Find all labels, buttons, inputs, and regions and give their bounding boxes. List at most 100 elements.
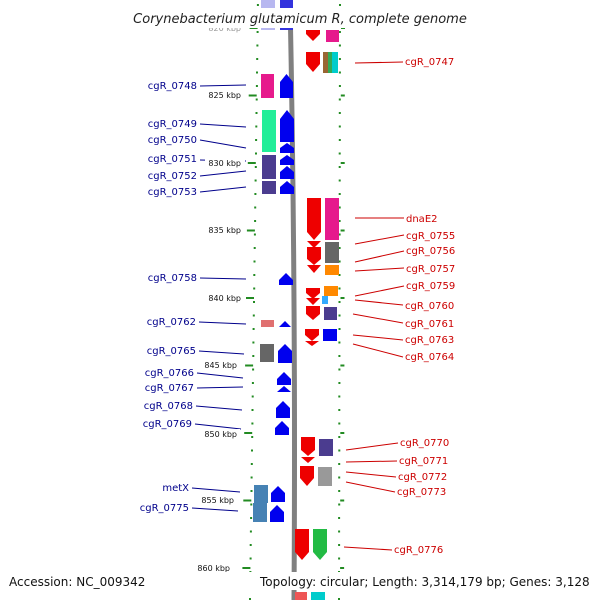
tick-dot bbox=[256, 4, 259, 6]
gene-label-cgr-0769[interactable]: cgR_0769 bbox=[143, 419, 192, 430]
gene-label-cgr-0772[interactable]: cgR_0772 bbox=[398, 472, 447, 483]
tick-dot bbox=[338, 422, 341, 425]
gene-block bbox=[324, 286, 338, 296]
gene-label-cgr-0763[interactable]: cgR_0763 bbox=[405, 335, 454, 346]
label-connector-line bbox=[199, 123, 247, 128]
gene-arrow bbox=[280, 166, 294, 179]
label-connector-line bbox=[354, 250, 405, 263]
gene-label-cgr-0760[interactable]: cgR_0760 bbox=[405, 301, 454, 312]
gene-label-cgr-0775[interactable]: cgR_0775 bbox=[140, 503, 189, 514]
gene-label-cgr-0752[interactable]: cgR_0752 bbox=[148, 171, 197, 182]
scale-label-835: 835 kbp bbox=[208, 226, 241, 235]
gene-label-cgr-0768[interactable]: cgR_0768 bbox=[144, 401, 193, 412]
gene-label-cgr-0748[interactable]: cgR_0748 bbox=[148, 81, 197, 92]
tick-dot bbox=[338, 463, 341, 465]
gene-block bbox=[254, 485, 268, 503]
gene-label-cgr-0751[interactable]: cgR_0751 bbox=[148, 154, 197, 165]
tick-dot bbox=[256, 44, 259, 47]
gene-block bbox=[325, 242, 339, 263]
label-connector-line bbox=[354, 299, 404, 306]
gene-label-cgr-0764[interactable]: cgR_0764 bbox=[405, 352, 454, 363]
gene-label-connectors bbox=[191, 61, 405, 551]
tick-dot bbox=[255, 98, 258, 101]
label-connector-line bbox=[198, 321, 247, 325]
label-connector-line bbox=[191, 487, 241, 493]
tick-dot bbox=[338, 544, 341, 546]
gene-arrow bbox=[306, 288, 320, 299]
tick-dot bbox=[255, 125, 258, 128]
scale-label-840: 840 kbp bbox=[208, 294, 241, 303]
major-tick bbox=[243, 499, 252, 502]
gene-arrow bbox=[313, 529, 327, 560]
gene-label-cgr-0756[interactable]: cgR_0756 bbox=[406, 246, 455, 257]
tick-dot bbox=[251, 436, 254, 438]
gene-label-cgr-0753[interactable]: cgR_0753 bbox=[148, 187, 197, 198]
label-connector-line bbox=[343, 546, 393, 551]
tick-dot bbox=[338, 355, 341, 357]
tick-dot bbox=[338, 139, 341, 141]
gene-label-metx[interactable]: metX bbox=[162, 483, 189, 494]
scale-label-830: 830 kbp bbox=[208, 159, 241, 168]
gene-arrow bbox=[280, 155, 294, 165]
label-connector-line bbox=[352, 343, 404, 358]
gene-block bbox=[253, 503, 267, 522]
gene-arrow bbox=[277, 372, 291, 385]
tick-dot bbox=[255, 152, 257, 155]
tick-dot bbox=[251, 409, 254, 411]
tick-dot bbox=[338, 166, 341, 168]
tick-dot bbox=[338, 328, 341, 330]
gene-block bbox=[328, 52, 332, 73]
left-gene-track bbox=[253, 0, 294, 522]
tick-dot bbox=[252, 355, 255, 357]
tick-dot bbox=[338, 395, 341, 398]
tick-dot bbox=[250, 503, 253, 506]
gene-arrow bbox=[277, 386, 291, 392]
gene-label-cgr-0755[interactable]: cgR_0755 bbox=[406, 231, 455, 242]
gene-arrow bbox=[307, 241, 321, 248]
gene-label-cgr-0758[interactable]: cgR_0758 bbox=[148, 273, 197, 284]
tick-dot bbox=[256, 31, 259, 33]
gene-arrow bbox=[307, 198, 321, 240]
gene-arrow bbox=[276, 401, 290, 418]
tick-dot bbox=[338, 233, 341, 236]
gene-block bbox=[261, 320, 274, 327]
gene-label-cgr-0765[interactable]: cgR_0765 bbox=[147, 346, 196, 357]
gene-label-cgr-0766[interactable]: cgR_0766 bbox=[145, 368, 194, 379]
tick-dot bbox=[338, 287, 341, 290]
gene-label-cgr-0767[interactable]: cgR_0767 bbox=[145, 383, 194, 394]
label-connector-line bbox=[345, 442, 399, 451]
major-tick bbox=[340, 364, 345, 367]
tick-dot bbox=[251, 382, 254, 384]
tick-dot bbox=[338, 220, 341, 222]
gene-arrow bbox=[305, 329, 319, 341]
label-connector-line bbox=[196, 386, 244, 389]
tick-dot bbox=[252, 368, 255, 371]
tick-dot bbox=[253, 233, 256, 236]
gene-block bbox=[260, 344, 274, 362]
tick-dot bbox=[338, 58, 341, 60]
tick-dot bbox=[251, 395, 254, 398]
gene-label-cgr-0771[interactable]: cgR_0771 bbox=[399, 456, 448, 467]
tick-dot bbox=[253, 260, 256, 263]
tick-dot bbox=[338, 44, 341, 47]
gene-label-cgr-0757[interactable]: cgR_0757 bbox=[406, 264, 455, 275]
tick-dot bbox=[338, 125, 341, 128]
gene-arrow bbox=[271, 486, 285, 502]
gene-label-cgr-0776[interactable]: cgR_0776 bbox=[394, 545, 443, 556]
gene-label-dnae2[interactable]: dnaE2 bbox=[406, 214, 438, 225]
gene-label-cgr-0762[interactable]: cgR_0762 bbox=[147, 317, 196, 328]
gene-label-cgr-0759[interactable]: cgR_0759 bbox=[406, 281, 455, 292]
tick-dot bbox=[338, 85, 341, 87]
gene-label-cgr-0749[interactable]: cgR_0749 bbox=[148, 119, 197, 130]
gene-label-cgr-0747[interactable]: cgR_0747 bbox=[405, 57, 454, 68]
label-connector-line bbox=[199, 170, 247, 177]
gene-label-cgr-0773[interactable]: cgR_0773 bbox=[397, 487, 446, 498]
major-tick bbox=[246, 229, 255, 232]
page-title: Corynebacterium glutamicum R, complete g… bbox=[133, 12, 467, 27]
gene-label-cgr-0761[interactable]: cgR_0761 bbox=[405, 319, 454, 330]
gene-arrow bbox=[279, 273, 293, 285]
gene-label-cgr-0750[interactable]: cgR_0750 bbox=[148, 135, 197, 146]
gene-block bbox=[332, 52, 338, 73]
gene-label-cgr-0770[interactable]: cgR_0770 bbox=[400, 438, 449, 449]
major-tick bbox=[244, 432, 253, 434]
